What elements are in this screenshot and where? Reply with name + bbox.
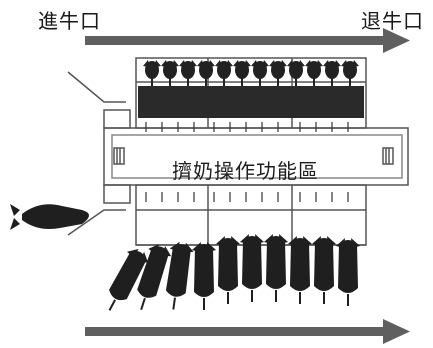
milking-area-label: 擠奶操作功能區 bbox=[172, 159, 319, 183]
top-flow-arrow bbox=[85, 28, 410, 53]
bottom-flow-arrow bbox=[85, 319, 410, 344]
rail-ticks bbox=[145, 122, 349, 202]
top-cow-row bbox=[138, 60, 364, 118]
exit-label: 退牛口 bbox=[361, 9, 424, 33]
bottom-cow-row bbox=[98, 234, 360, 317]
entrance-label: 進牛口 bbox=[38, 9, 101, 33]
entering-cow bbox=[10, 204, 89, 230]
